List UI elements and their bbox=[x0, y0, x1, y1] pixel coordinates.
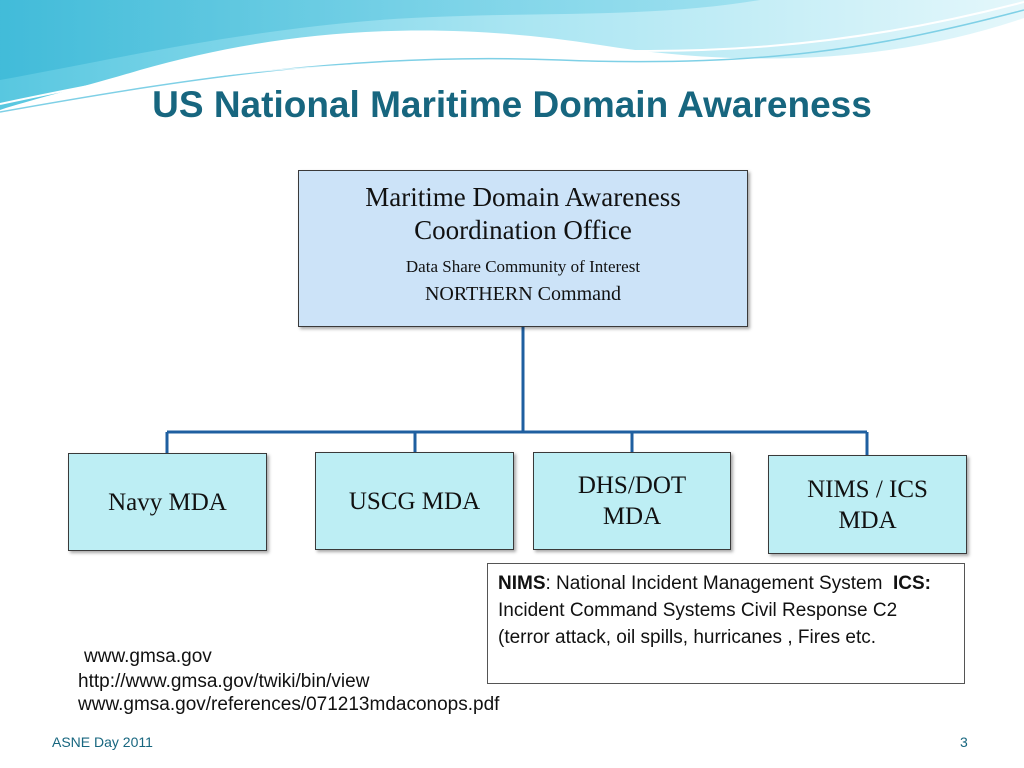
top-box-line3: Data Share Community of Interest bbox=[405, 257, 641, 276]
top-box-line2: Coordination Office bbox=[414, 215, 632, 245]
mda-coordination-office-box: Maritime Domain Awareness Coordination O… bbox=[298, 170, 748, 327]
nims-term: NIMS bbox=[498, 573, 546, 594]
uscg-mda-label: USCG MDA bbox=[348, 487, 481, 515]
ics-definition: Incident Command Systems Civil Response … bbox=[498, 600, 898, 648]
footer-event-label: ASNE Day 2011 bbox=[52, 734, 153, 750]
top-box-line1: Maritime Domain Awareness bbox=[365, 182, 681, 212]
link-gmsa-home[interactable]: www.gmsa.gov bbox=[84, 646, 212, 667]
link-gmsa-conops-pdf[interactable]: www.gmsa.gov/references/071213mdaconops.… bbox=[78, 694, 500, 715]
link-gmsa-twiki[interactable]: http://www.gmsa.gov/twiki/bin/view bbox=[78, 671, 370, 692]
ics-term: ICS: bbox=[892, 573, 931, 594]
top-box-line4: NORTHERN Command bbox=[424, 283, 621, 305]
dhs-dot-mda-label-line2: MDA bbox=[602, 503, 662, 530]
navy-mda-box: Navy MDA bbox=[68, 453, 267, 551]
wave-header-decoration bbox=[0, 0, 1024, 113]
nims-ics-mda-label-line1: NIMS / ICS bbox=[807, 475, 928, 503]
nims-definition: : National Incident Management System bbox=[545, 573, 883, 594]
nims-ics-legend-box: NIMS: National Incident Management Syste… bbox=[487, 563, 965, 684]
nims-ics-mda-label-line2: MDA bbox=[838, 506, 897, 534]
navy-mda-label: Navy MDA bbox=[108, 488, 227, 516]
dhs-dot-mda-box: DHS/DOT MDA bbox=[533, 452, 731, 550]
nims-ics-mda-box: NIMS / ICS MDA bbox=[768, 455, 967, 554]
slide-page-number: 3 bbox=[960, 734, 968, 750]
uscg-mda-box: USCG MDA bbox=[315, 452, 514, 550]
dhs-dot-mda-label-line1: DHS/DOT bbox=[577, 472, 687, 499]
slide-title: US National Maritime Domain Awareness bbox=[152, 84, 872, 125]
